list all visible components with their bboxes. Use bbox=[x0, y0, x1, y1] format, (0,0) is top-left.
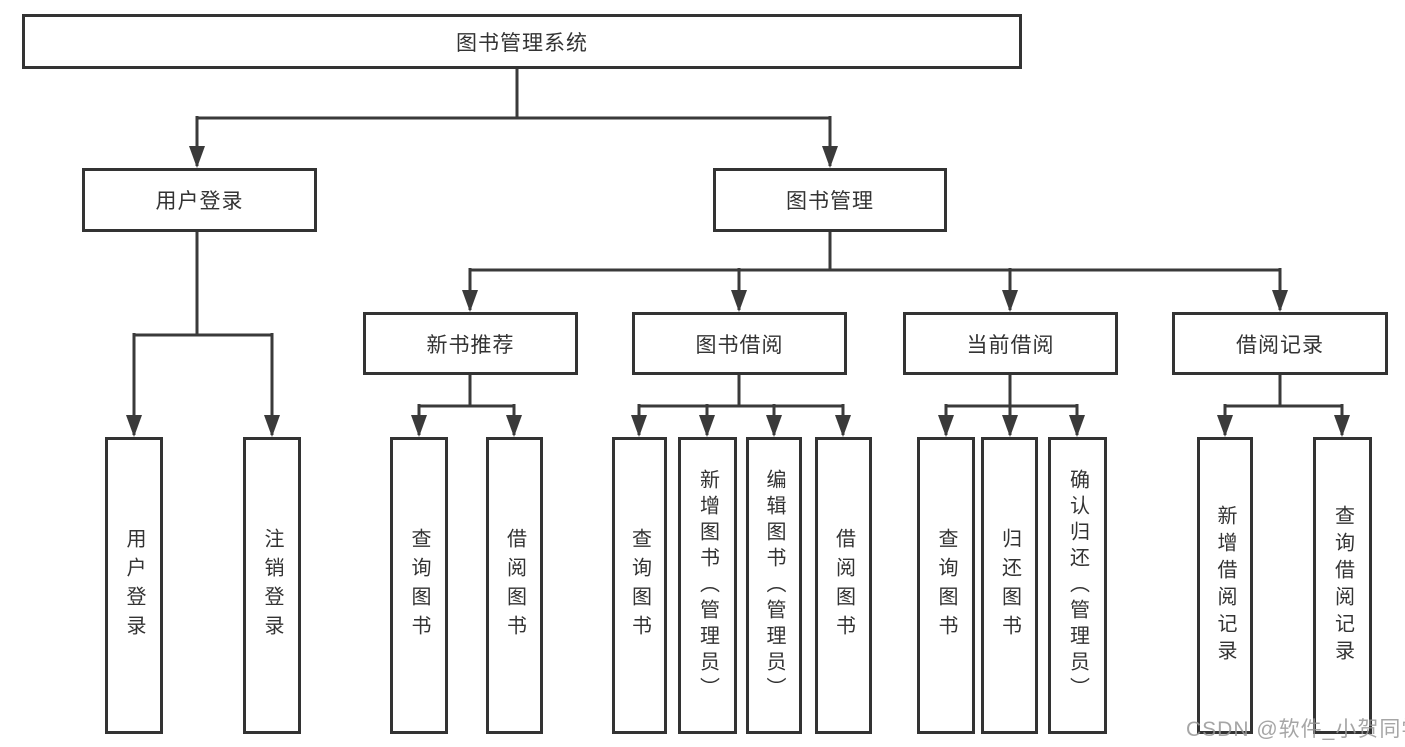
leaf-rec-query-books: 查询图书 bbox=[390, 437, 448, 734]
connector-book-mgmt bbox=[462, 232, 1288, 312]
node-user-login: 用户登录 bbox=[82, 168, 317, 232]
connector-user-login bbox=[126, 232, 280, 437]
leaf-cb-query-books: 查询图书 bbox=[917, 437, 975, 734]
arrowhead-icon bbox=[1217, 415, 1233, 437]
leaf-user-login: 用户登录 bbox=[105, 437, 163, 734]
leaf-bb-edit-books-admin: 编辑图书（管理员） bbox=[746, 437, 802, 734]
connector-current-borrow bbox=[938, 375, 1085, 437]
connector-new-book-rec bbox=[411, 375, 522, 437]
arrowhead-icon bbox=[699, 415, 715, 437]
leaf-br-query-record: 查询借阅记录 bbox=[1313, 437, 1372, 734]
arrowhead-icon bbox=[1002, 290, 1018, 312]
arrowhead-icon bbox=[835, 415, 851, 437]
arrowhead-icon bbox=[731, 290, 747, 312]
connector-book-borrow bbox=[631, 375, 851, 437]
node-borrow-record: 借阅记录 bbox=[1172, 312, 1388, 375]
node-book-mgmt: 图书管理 bbox=[713, 168, 947, 232]
leaf-logout: 注销登录 bbox=[243, 437, 301, 734]
leaf-bb-query-books: 查询图书 bbox=[612, 437, 667, 734]
arrowhead-icon bbox=[631, 415, 647, 437]
arrowhead-icon bbox=[1002, 415, 1018, 437]
leaf-bb-borrow-books: 借阅图书 bbox=[815, 437, 872, 734]
arrowhead-icon bbox=[189, 146, 205, 168]
arrowhead-icon bbox=[411, 415, 427, 437]
leaf-cb-confirm-return-admin: 确认归还（管理员） bbox=[1048, 437, 1107, 734]
arrowhead-icon bbox=[506, 415, 522, 437]
node-new-book-rec: 新书推荐 bbox=[363, 312, 578, 375]
node-book-borrow: 图书借阅 bbox=[632, 312, 847, 375]
arrowhead-icon bbox=[264, 415, 280, 437]
leaf-bb-add-books-admin: 新增图书（管理员） bbox=[678, 437, 737, 734]
connector-root bbox=[189, 69, 838, 168]
arrowhead-icon bbox=[1069, 415, 1085, 437]
arrowhead-icon bbox=[1334, 415, 1350, 437]
node-current-borrow: 当前借阅 bbox=[903, 312, 1118, 375]
csdn-watermark: CSDN @软件_小贺同学 bbox=[1186, 718, 1405, 741]
arrowhead-icon bbox=[1272, 290, 1288, 312]
leaf-br-add-record: 新增借阅记录 bbox=[1197, 437, 1253, 734]
leaf-rec-borrow-books: 借阅图书 bbox=[486, 437, 543, 734]
arrowhead-icon bbox=[126, 415, 142, 437]
connector-borrow-record bbox=[1217, 375, 1350, 437]
arrowhead-icon bbox=[938, 415, 954, 437]
arrowhead-icon bbox=[462, 290, 478, 312]
arrowhead-icon bbox=[822, 146, 838, 168]
arrowhead-icon bbox=[766, 415, 782, 437]
node-root-system: 图书管理系统 bbox=[22, 14, 1022, 69]
leaf-cb-return-books: 归还图书 bbox=[981, 437, 1038, 734]
